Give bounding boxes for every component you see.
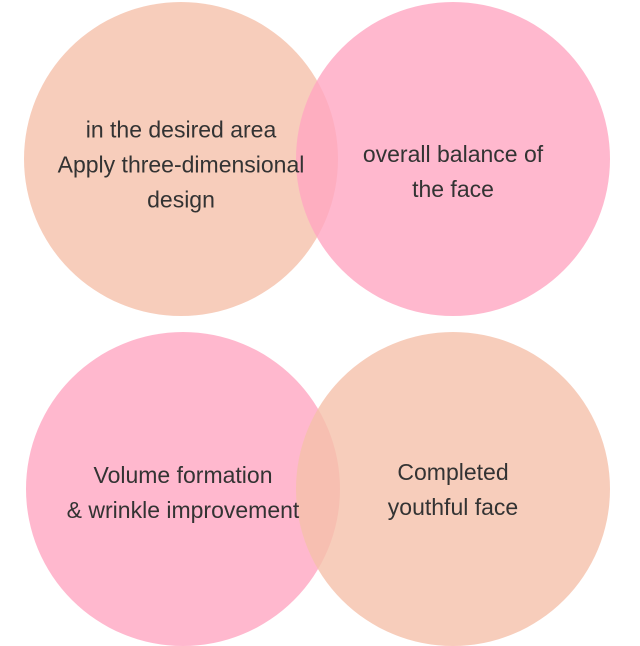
- label-bottom-left: Volume formation & wrinkle improvement: [67, 458, 300, 528]
- label-line: overall balance of: [362, 141, 544, 167]
- label-line: the face: [412, 176, 494, 202]
- circle-top-right: [296, 2, 610, 316]
- label-line: in the desired area: [85, 116, 277, 143]
- label-line: youthful face: [387, 494, 519, 520]
- label-line: & wrinkle improvement: [66, 497, 300, 523]
- label-line: Volume formation: [93, 462, 273, 488]
- circle-bottom-left: [26, 332, 340, 646]
- label-bottom-right: Completed youthful face: [388, 455, 518, 525]
- label-top-right: overall balance of the face: [363, 137, 543, 207]
- label-top-left: in the desired area Apply three-dimensio…: [58, 113, 305, 218]
- label-line: Completed: [397, 459, 509, 485]
- label-line: design: [147, 186, 215, 213]
- circle-bottom-right: [296, 332, 610, 646]
- label-line: Apply three-dimensional: [57, 151, 305, 178]
- circle-top-left: [24, 2, 338, 316]
